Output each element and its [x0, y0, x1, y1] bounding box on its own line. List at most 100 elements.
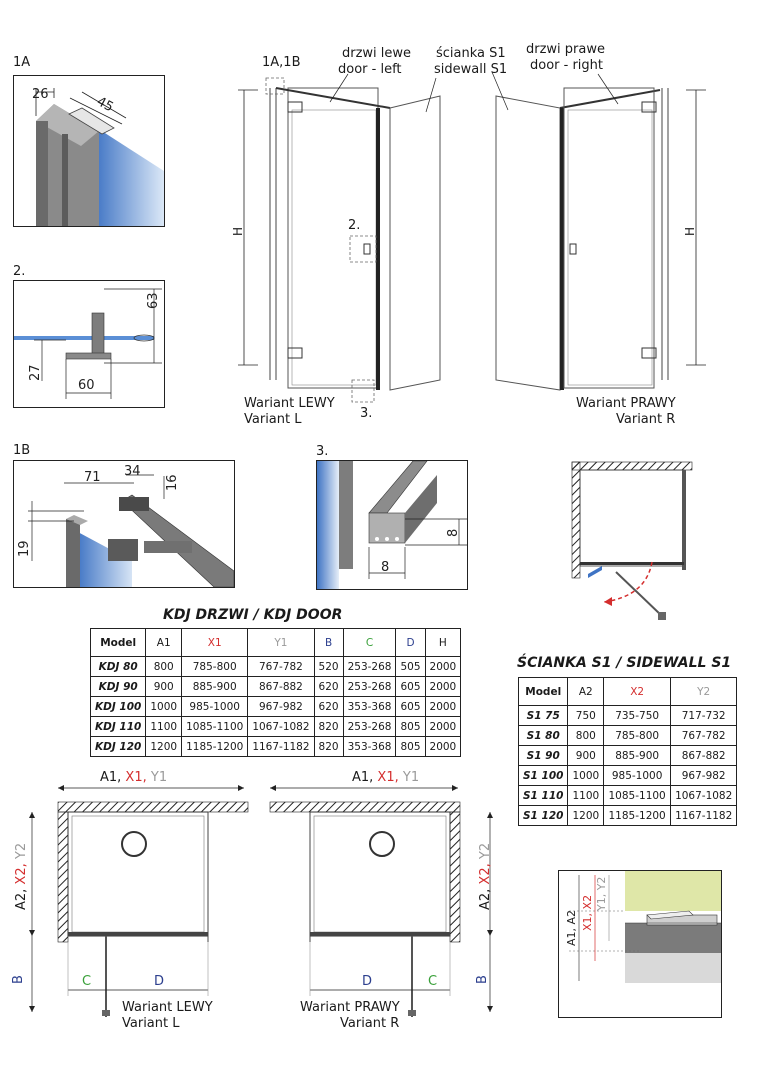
plan-right-variant-en: Variant R	[340, 1016, 400, 1031]
s1-table-cell: 1185-1200	[603, 805, 672, 826]
callout-2: 2.	[348, 218, 361, 233]
kdj-header-d: D	[395, 628, 426, 657]
s1-header-model: Model	[517, 677, 569, 706]
kdj-table-cell: 985-1000	[181, 696, 249, 717]
plan-left-y1: Y1	[146, 770, 168, 785]
kdj-table-cell: 805	[395, 716, 426, 737]
kdj-header-a1: A1	[145, 628, 183, 657]
plan-left-x2: X2,	[14, 863, 29, 889]
front-view-drawing: H H	[231, 71, 706, 403]
s1-table-cell: 1200	[567, 805, 605, 826]
front-left-h-label: H	[231, 227, 245, 236]
detail-1a-dim-a: 26	[32, 87, 49, 102]
kdj-table-cell: 805	[395, 736, 426, 757]
plan-left-variant-en: Variant L	[122, 1016, 180, 1031]
plan-right-b-label: B	[474, 975, 490, 984]
detail-1b-dim-b: 34	[124, 464, 141, 479]
profile-a-label: A1, A2	[565, 910, 578, 946]
s1-table-cell: 867-882	[670, 745, 738, 766]
s1-table-cell: S1 120	[517, 805, 569, 826]
detail-3-dim-a: 8	[446, 529, 461, 537]
kdj-table-cell: 820	[313, 716, 344, 737]
plan-right-x2: X2,	[478, 863, 493, 889]
front-variant-right-en: Variant R	[616, 412, 676, 427]
detail-3-label: 3.	[316, 444, 329, 459]
kdj-header-b: B	[313, 628, 344, 657]
callout-1a1b: 1A,1B	[262, 55, 301, 70]
plan-left-y2: Y2	[14, 842, 29, 864]
kdj-table-cell: 867-882	[247, 676, 315, 697]
plan-right-a1: A1,	[352, 770, 374, 785]
kdj-table-title: KDJ DRZWI / KDJ DOOR	[163, 607, 343, 623]
kdj-table-cell: 353-368	[342, 696, 397, 717]
plan-left-b-label: B	[10, 975, 26, 984]
kdj-table-cell: 1185-1200	[181, 736, 249, 757]
s1-table-cell: 800	[567, 725, 605, 746]
front-variant-left-en: Variant L	[244, 412, 302, 427]
s1-table-cell: S1 90	[517, 745, 569, 766]
detail-2-box: 63 27 60	[13, 280, 165, 408]
kdj-table-cell: 1000	[145, 696, 183, 717]
sidewall-label-en: sidewall S1	[434, 62, 508, 77]
plan-left-x1: X1,	[121, 770, 147, 785]
plan-right-y2: Y2	[478, 842, 493, 864]
kdj-table-cell: 253-268	[342, 716, 397, 737]
s1-table-cell: 1100	[567, 785, 605, 806]
profile-detail-drawing: A1, A2 X1, X2 Y1, Y2	[565, 871, 721, 983]
profile-x-label: X1, X2	[581, 895, 594, 931]
s1-table-cell: 985-1000	[603, 765, 672, 786]
kdj-table-cell: 1067-1082	[247, 716, 315, 737]
detail-2-dim-a: 63	[146, 292, 161, 309]
plan-right-top-dim: A1, X1, Y1	[352, 770, 419, 785]
kdj-table-cell: 967-982	[247, 696, 315, 717]
front-variant-left-pl: Wariant LEWY	[244, 396, 335, 411]
kdj-table-cell: 605	[395, 696, 426, 717]
plan-right-x1: X1,	[373, 770, 399, 785]
kdj-table-cell: KDJ 90	[89, 676, 147, 697]
kdj-header-model: Model	[89, 628, 147, 657]
kdj-table-cell: KDJ 110	[89, 716, 147, 737]
s1-table-cell: 1167-1182	[670, 805, 738, 826]
s1-table-cell: S1 100	[517, 765, 569, 786]
sidewall-label-pl: ścianka S1	[436, 46, 506, 61]
kdj-table-cell: 1100	[145, 716, 183, 737]
door-left-label-pl: drzwi lewe	[342, 46, 412, 61]
kdj-table-cell: 620	[313, 676, 344, 697]
kdj-table-cell: 885-900	[181, 676, 249, 697]
kdj-header-y1: Y1	[247, 628, 315, 657]
plan-right-drawing	[269, 785, 493, 1017]
kdj-table-cell: 900	[145, 676, 183, 697]
s1-header-row: Model A2 X2 Y2	[517, 677, 738, 706]
s1-table-cell: 885-900	[603, 745, 672, 766]
kdj-table-cell: KDJ 120	[89, 736, 147, 757]
plan-left-drawing	[29, 785, 249, 1017]
s1-table-cell: 1000	[567, 765, 605, 786]
plan-right-a2: A2,	[478, 888, 493, 910]
kdj-header-h: H	[424, 628, 462, 657]
kdj-table-cell: 1200	[145, 736, 183, 757]
callout-3: 3.	[360, 406, 373, 421]
s1-table-cell: 717-732	[670, 705, 738, 726]
plan-left-d-label: D	[154, 974, 165, 989]
kdj-table-cell: 2000	[424, 676, 462, 697]
kdj-table-cell: 620	[313, 696, 344, 717]
detail-3-drawing: 8 8	[317, 461, 467, 589]
plan-left-a1: A1,	[100, 770, 122, 785]
plan-right-d-label: D	[362, 974, 373, 989]
kdj-table-cell: 800	[145, 656, 183, 677]
kdj-table-cell: 353-368	[342, 736, 397, 757]
profile-y-label: Y1, Y2	[595, 877, 608, 912]
door-right-label-en: door - right	[530, 58, 604, 73]
detail-1b-dim-c: 16	[165, 474, 180, 491]
detail-3-dim-b: 8	[381, 560, 389, 575]
s1-table-cell: 750	[567, 705, 605, 726]
plan-right-c-label: C	[428, 974, 438, 989]
